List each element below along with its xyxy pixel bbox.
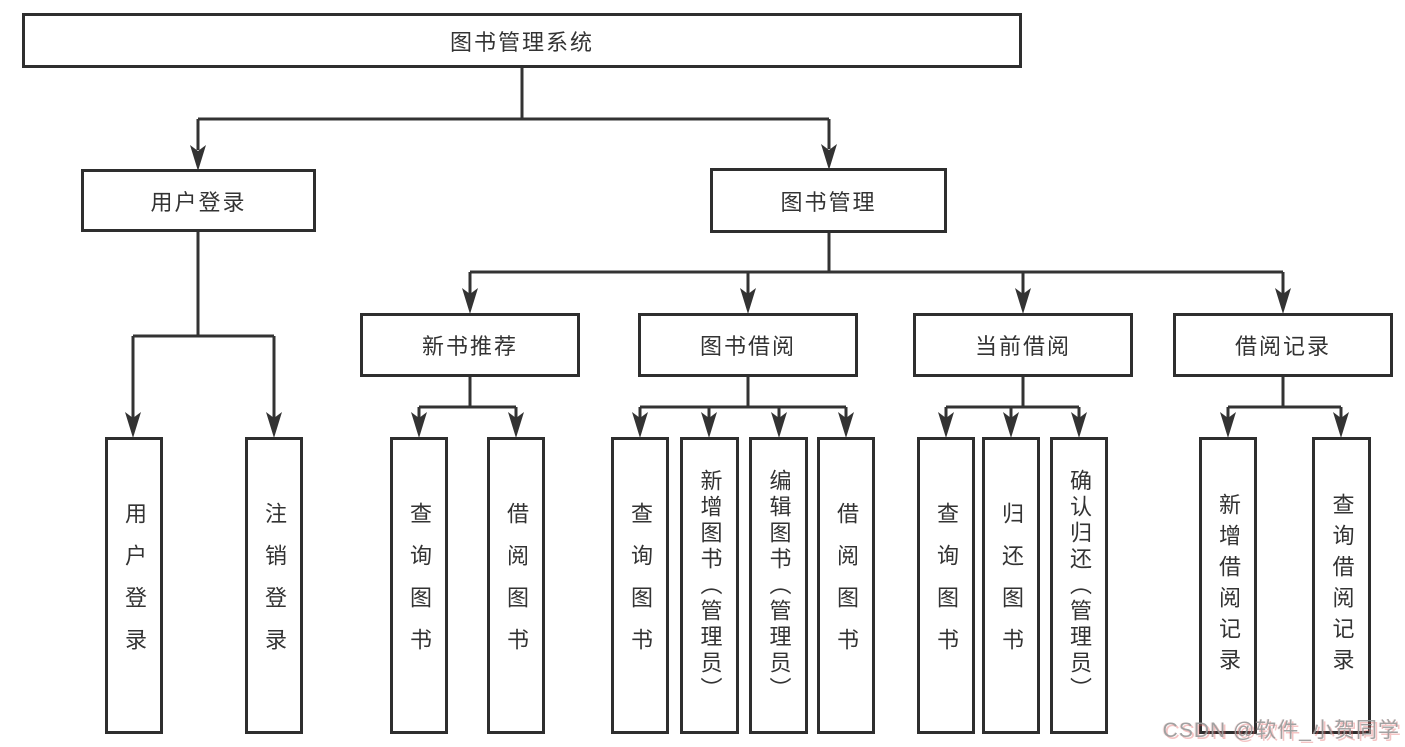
leaf-label: 确认归还（管理员） <box>1067 468 1092 703</box>
leaf-edit-book-admin: 编辑图书（管理员） <box>749 437 808 734</box>
leaf-label: 注销登录 <box>262 501 287 670</box>
node-label: 图书借阅 <box>699 334 796 359</box>
leaf-label: 新增借阅记录 <box>1216 492 1241 679</box>
node-label: 当前借阅 <box>974 334 1071 359</box>
node-borrow-records: 借阅记录 <box>1173 313 1393 377</box>
leaf-query-borrow-record: 查询借阅记录 <box>1312 437 1371 734</box>
leaf-return-book: 归还图书 <box>982 437 1040 734</box>
leaf-borrow-books-borrowing: 借阅图书 <box>817 437 875 734</box>
node-label: 图书管理 <box>780 189 877 215</box>
node-book-management-system: 图书管理系统 <box>22 13 1022 68</box>
node-label: 用户登录 <box>150 189 247 215</box>
leaf-label: 编辑图书（管理员） <box>766 468 792 703</box>
leaf-query-books-recommend: 查询图书 <box>390 437 448 734</box>
leaf-label: 查询图书 <box>628 501 653 670</box>
node-user-login: 用户登录 <box>81 169 316 232</box>
leaf-query-books-current: 查询图书 <box>917 437 975 734</box>
node-current-borrowing: 当前借阅 <box>913 313 1133 377</box>
leaf-query-books-borrowing: 查询图书 <box>611 437 669 734</box>
leaf-add-book-admin: 新增图书（管理员） <box>680 437 739 734</box>
node-book-management: 图书管理 <box>710 168 947 233</box>
leaf-label: 查询图书 <box>407 501 432 670</box>
node-label: 图书管理系统 <box>449 29 594 55</box>
csdn-watermark: CSDN @软件_小贺同学 <box>1162 719 1400 742</box>
leaf-label: 查询图书 <box>934 501 959 670</box>
leaf-label: 借阅图书 <box>504 501 529 670</box>
leaf-label: 用户登录 <box>122 501 147 670</box>
leaf-label: 借阅图书 <box>834 501 859 670</box>
leaf-add-borrow-record: 新增借阅记录 <box>1199 437 1257 734</box>
leaf-borrow-books-recommend: 借阅图书 <box>487 437 545 734</box>
leaf-user-login: 用户登录 <box>105 437 163 734</box>
node-label: 新书推荐 <box>421 334 518 359</box>
leaf-label: 查询借阅记录 <box>1329 492 1355 679</box>
leaf-label: 归还图书 <box>999 501 1024 670</box>
node-book-borrowing: 图书借阅 <box>638 313 858 377</box>
leaf-label: 新增图书（管理员） <box>697 468 723 703</box>
node-new-book-recommendation: 新书推荐 <box>360 313 580 377</box>
leaf-logout: 注销登录 <box>245 437 303 734</box>
node-label: 借阅记录 <box>1234 334 1331 359</box>
leaf-confirm-return-admin: 确认归还（管理员） <box>1050 437 1108 734</box>
